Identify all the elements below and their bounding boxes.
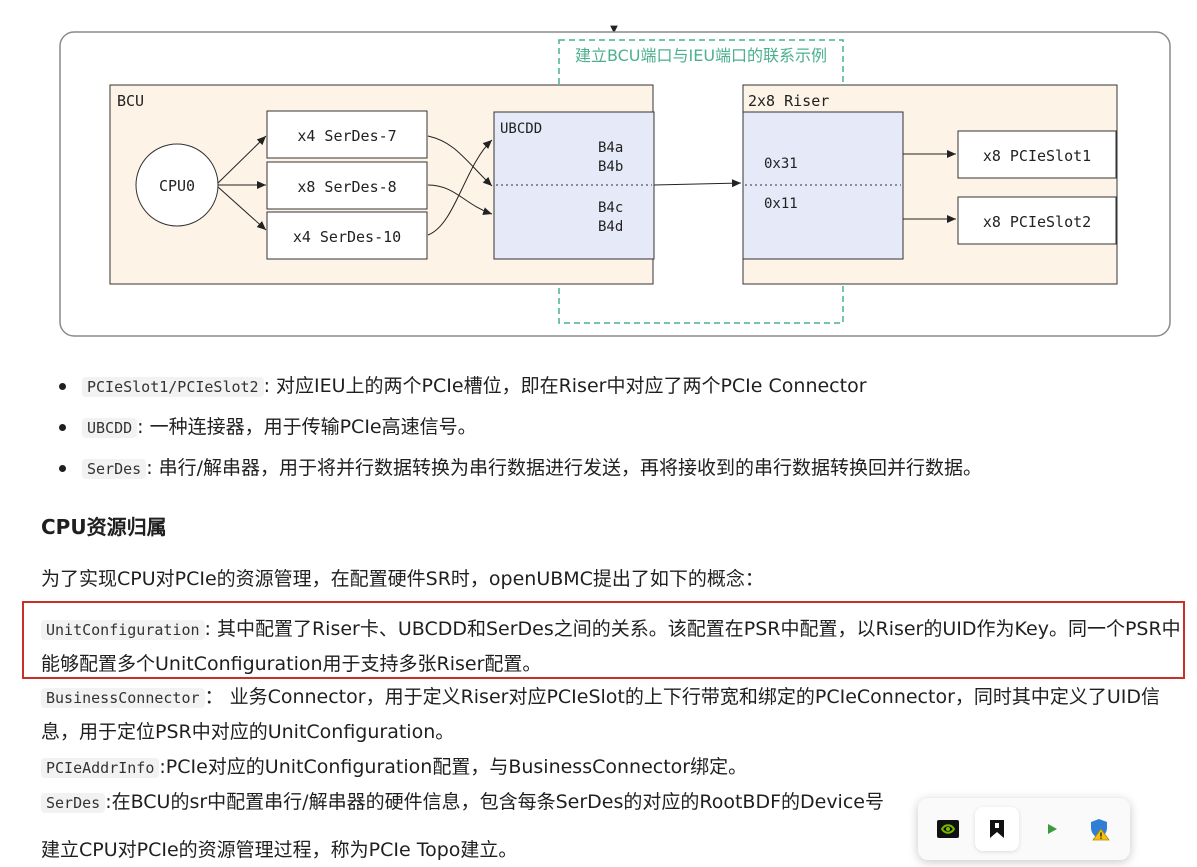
bullet-item: PCIeSlot1/PCIeSlot2: 对应IEU上的两个PCIe槽位，即在R… [58, 366, 982, 407]
serdes-8-box [266, 161, 428, 210]
section-heading: CPU资源归属 [41, 515, 167, 539]
definition-text: : 其中配置了Riser卡、UBCDD和SerDes之间的关系。该配置在PSR中… [41, 618, 1181, 675]
bookmark-icon [990, 820, 1004, 838]
definition-text: :在BCU的sr中配置串行/解串器的硬件信息，包含每条SerDes的对应的Roo… [105, 791, 884, 813]
inline-code: UnitConfiguration [41, 620, 205, 640]
bullet-item: SerDes: 串行/解串器，用于将并行数据转换为串行数据进行发送，再将接收到的… [58, 448, 983, 489]
security-button[interactable] [1077, 807, 1121, 851]
inline-code: PCIeSlot1/PCIeSlot2 [82, 377, 264, 397]
edge-serdes8-ubcdd [427, 184, 493, 215]
nvidia-icon [937, 820, 959, 838]
pcieslot1-label: x8 PCIeSlot1 [983, 147, 1091, 165]
top-arrow-icon: ▼ [610, 24, 618, 35]
serdes-8-label: x8 SerDes-8 [297, 178, 396, 196]
edge-cpu-serdes10 [217, 186, 267, 231]
riser-label: 2x8 Riser [748, 92, 829, 110]
pcieslot2-box [957, 196, 1117, 245]
inline-code: UBCDD [82, 418, 138, 438]
intro-paragraph: 为了实现CPU对PCIe的资源管理，在配置硬件SR时，openUBMC提出了如下… [41, 568, 764, 590]
definition-text: :PCIe对应的UnitConfiguration配置，与BusinessCon… [159, 756, 748, 778]
serdes-7-box [266, 110, 428, 159]
topology-diagram: ▼ 建立BCU端口与IEU端口的联系示例 BCU CPU0 x4 SerDes-… [59, 24, 1171, 337]
definition-businessconnector: BusinessConnector： 业务Connector，用于定义Riser… [41, 680, 1181, 749]
serdes-10-box [266, 211, 428, 260]
definition-serdes: SerDes:在BCU的sr中配置串行/解串器的硬件信息，包含每条SerDes的… [41, 785, 1181, 820]
bullet-text: : 串行/解串器，用于将并行数据转换为串行数据进行发送，再将接收到的串行数据转换… [146, 457, 983, 479]
riser-addr-0x11: 0x11 [764, 196, 798, 212]
edge-cpu-serdes7 [217, 135, 267, 184]
inline-code: SerDes [41, 793, 106, 813]
serdes-7-label: x4 SerDes-7 [297, 127, 396, 145]
port-b4c: B4c [598, 200, 623, 216]
definition-pcieaddrinfo: PCIeAddrInfo:PCIe对应的UnitConfiguration配置，… [41, 750, 1181, 785]
definition-text: ： 业务Connector，用于定义Riser对应PCIeSlot的上下行带宽和… [41, 686, 1161, 743]
shield-warning-icon [1091, 819, 1110, 841]
port-b4d: B4d [598, 219, 623, 235]
riser-addr-0x31: 0x31 [764, 156, 798, 172]
definition-unitconfiguration: UnitConfiguration: 其中配置了Riser卡、UBCDD和Ser… [41, 612, 1181, 681]
edge-ubcdd-riser [653, 179, 742, 188]
serdes-10-label: x4 SerDes-10 [293, 228, 401, 246]
nvidia-button[interactable] [926, 807, 970, 851]
pcieslot2-label: x8 PCIeSlot2 [983, 213, 1091, 231]
edge-serdes7-ubcdd [427, 135, 493, 187]
extension-toolbar [918, 798, 1130, 860]
bullet-text: : 一种连接器，用于传输PCIe高速信号。 [137, 416, 477, 438]
term-bullet-list: PCIeSlot1/PCIeSlot2: 对应IEU上的两个PCIe槽位，即在R… [58, 366, 983, 489]
highlight-box [22, 601, 1185, 679]
play-button[interactable] [1030, 807, 1074, 851]
closing-paragraph: 建立CPU对PCIe的资源管理过程，称为PCIe Topo建立。 [41, 839, 518, 861]
bullet-item: UBCDD: 一种连接器，用于传输PCIe高速信号。 [58, 407, 982, 448]
port-b4b: B4b [598, 159, 623, 175]
cpu-label: CPU0 [159, 177, 195, 195]
inline-code: SerDes [82, 459, 147, 479]
ubcdd-label: UBCDD [500, 121, 542, 137]
example-region-label: 建立BCU端口与IEU端口的联系示例 [575, 46, 827, 65]
inline-code: BusinessConnector [41, 688, 205, 708]
inline-code: PCIeAddrInfo [41, 758, 160, 778]
edge-serdes10-ubcdd [427, 139, 493, 236]
bullet-text: : 对应IEU上的两个PCIe槽位，即在Riser中对应了两个PCIe Conn… [263, 375, 867, 397]
pcieslot1-box [957, 130, 1117, 179]
play-icon [1048, 824, 1057, 834]
port-b4a: B4a [598, 140, 623, 156]
bookmark-button[interactable] [975, 807, 1019, 851]
bcu-label: BCU [117, 92, 144, 110]
